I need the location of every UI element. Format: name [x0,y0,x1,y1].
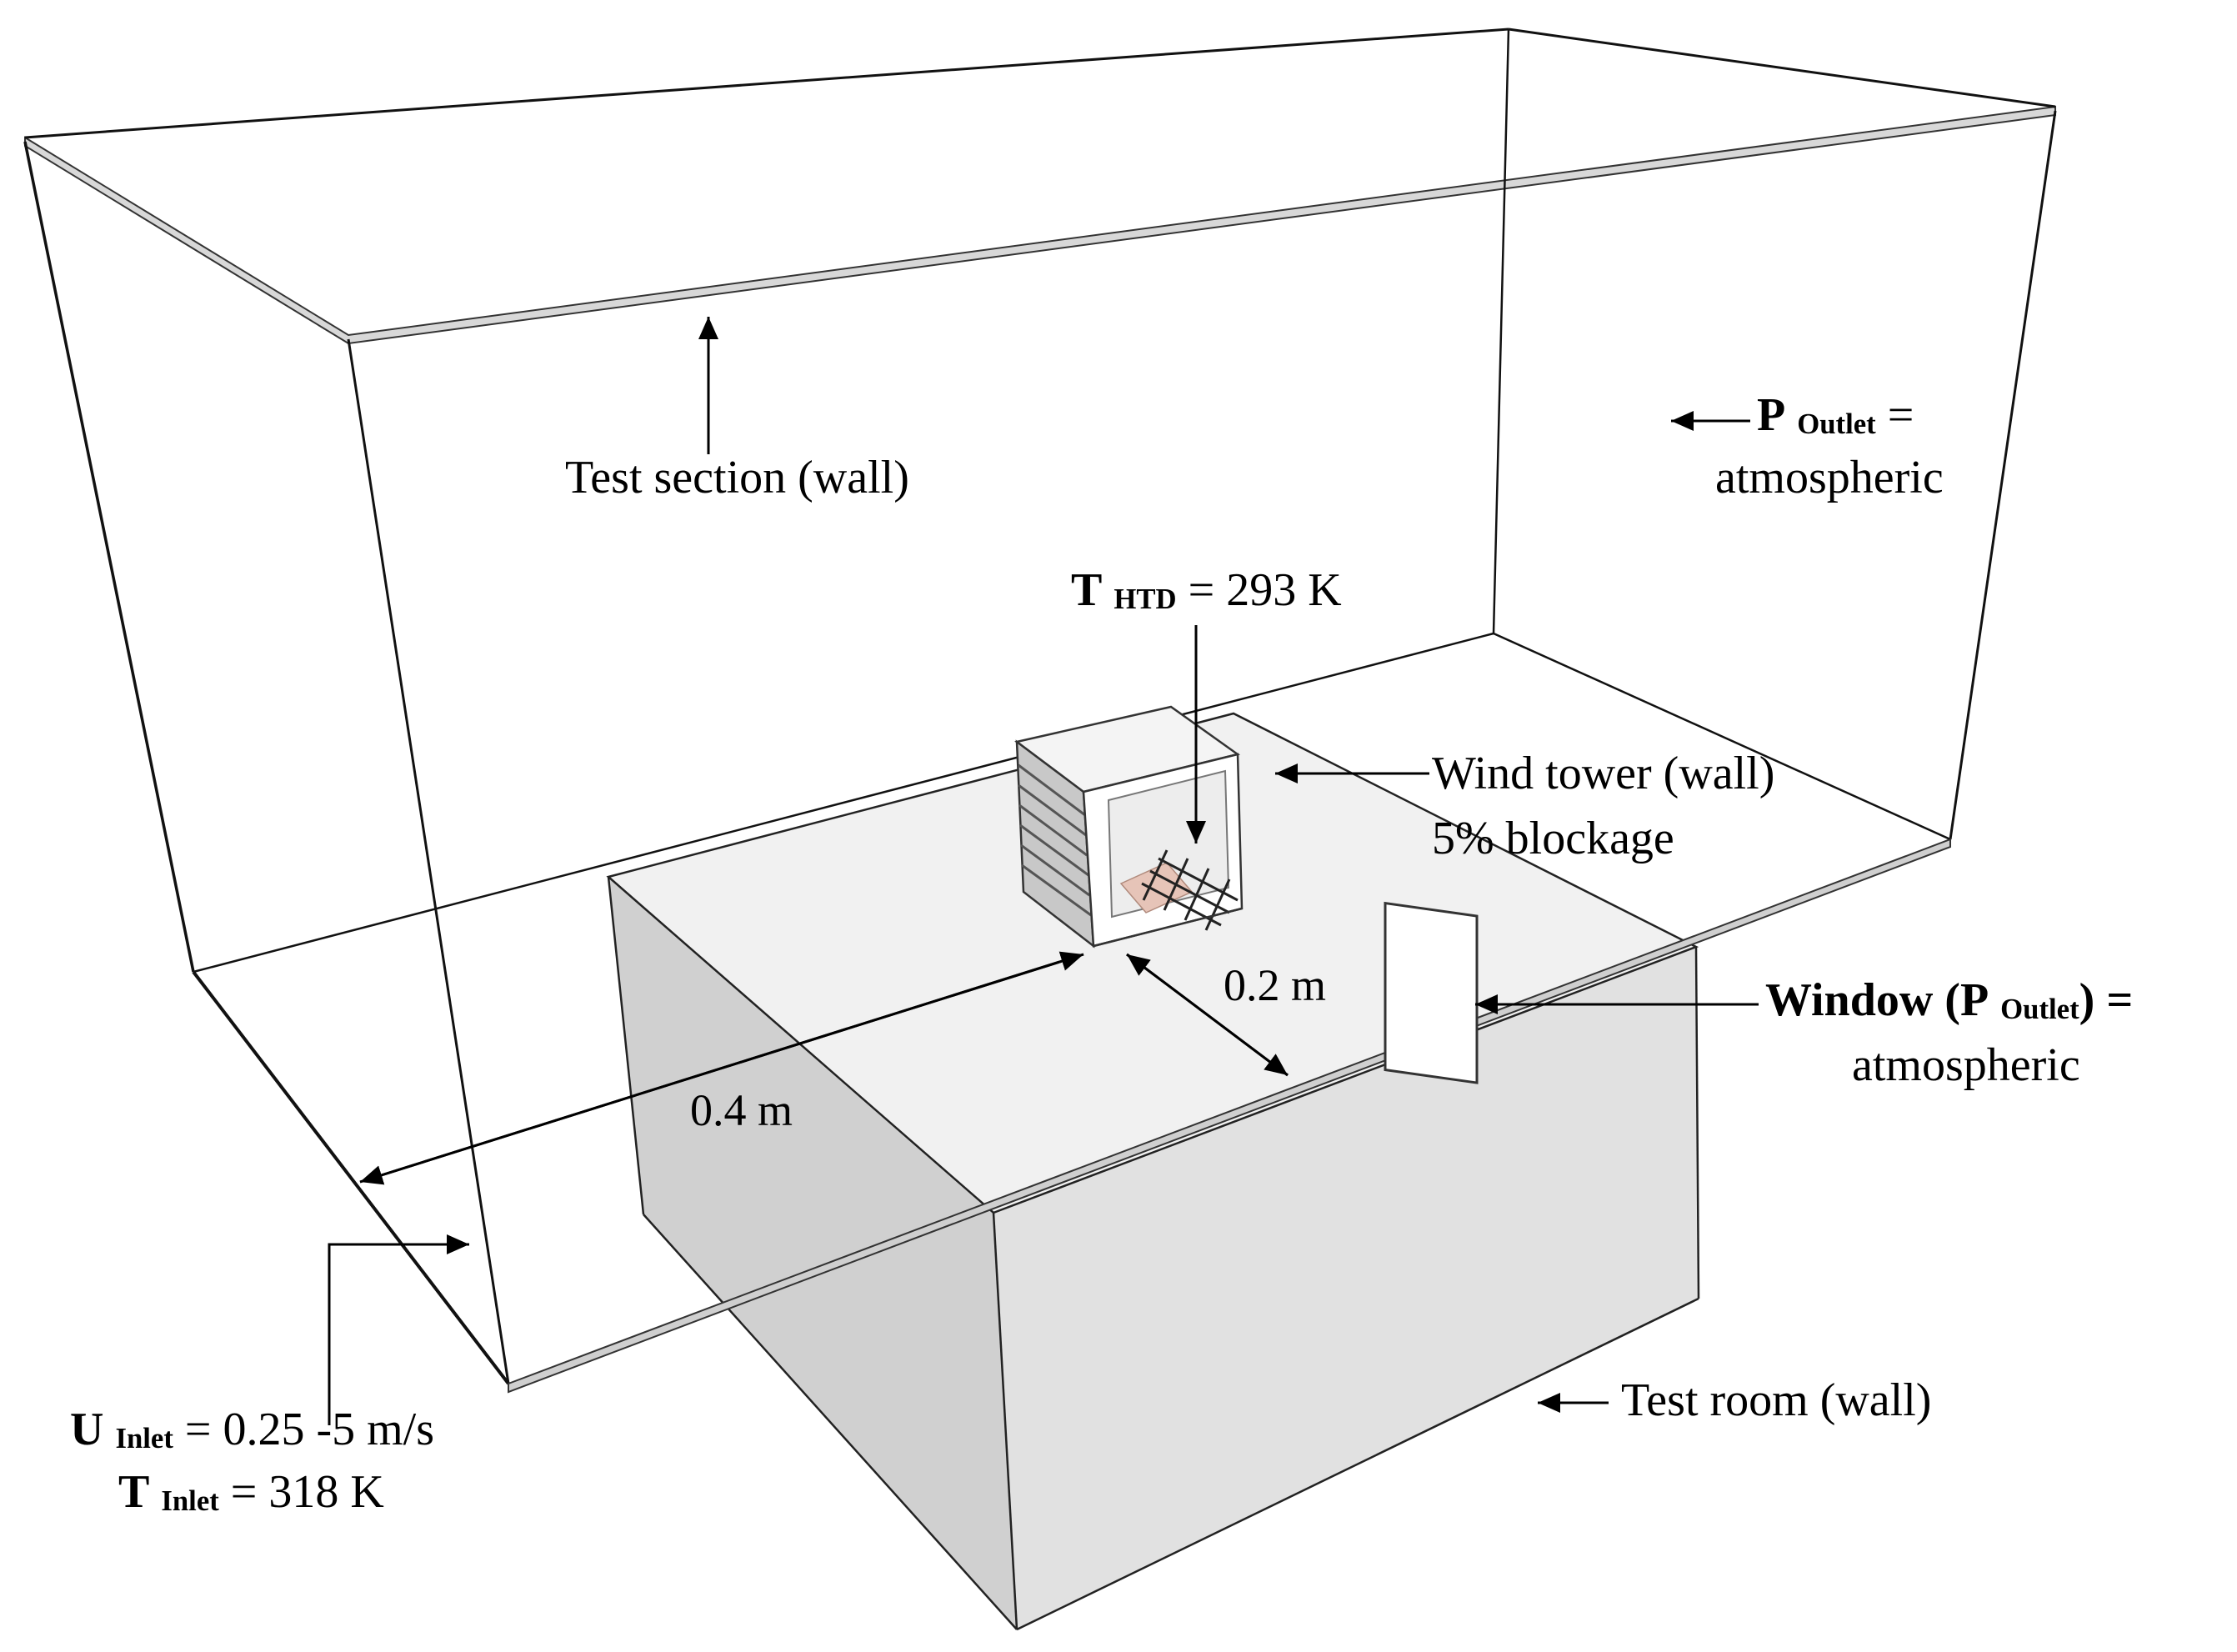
wind-tower [1014,705,1244,949]
window-subscript: Outlet [2000,993,2079,1026]
t-inlet-symbol: T [118,1466,150,1518]
window-close-paren: ) [2079,974,2095,1026]
t-htd-subscript: HTD [1113,583,1177,616]
t-inlet-subscript: Inlet [161,1484,219,1518]
window-eq: = [2106,974,2134,1026]
p-outlet-symbol: P [1757,389,1786,441]
u-inlet-subscript: Inlet [115,1422,173,1455]
t-htd-value: = 293 K [1188,564,1342,616]
test-section [23,28,2057,1394]
t-inlet-label: T Inlet = 318 K [118,1469,384,1515]
t-htd-label: T HTD = 293 K [1071,567,1342,613]
window-value: atmospheric [1852,1039,2080,1091]
t-inlet-value: = 318 K [230,1466,384,1518]
test-section-label: Test section (wall) [565,452,909,503]
p-outlet-value: atmospheric [1715,452,1944,503]
u-inlet-label: U Inlet = 0.25 -5 m/s [70,1406,434,1453]
test-room [606,712,1700,1631]
window-label: Window (P Outlet) = [1765,977,2133,1024]
window-open-paren: ( [1944,974,1960,1026]
dimension-0-2m: 0.2 m [1224,960,1327,1010]
p-outlet-subscript: Outlet [1797,408,1876,441]
p-outlet-eq: = [1887,389,1914,441]
wind-tower-blockage: 5% blockage [1432,813,1674,864]
window-opening [1384,901,1479,1084]
p-outlet-label: P Outlet = [1757,392,1914,438]
window-word: Window [1765,974,1934,1026]
wind-tower-label: Wind tower (wall) [1432,748,1775,799]
annotation-arrows [328,317,1759,1425]
window-p-symbol: P [1959,974,1989,1026]
test-room-label: Test room (wall) [1621,1374,1932,1426]
u-inlet-value: = 0.25 -5 m/s [184,1404,435,1455]
t-htd-symbol: T [1071,564,1103,616]
dimension-0-4m: 0.4 m [690,1085,793,1135]
u-inlet-symbol: U [70,1404,104,1455]
